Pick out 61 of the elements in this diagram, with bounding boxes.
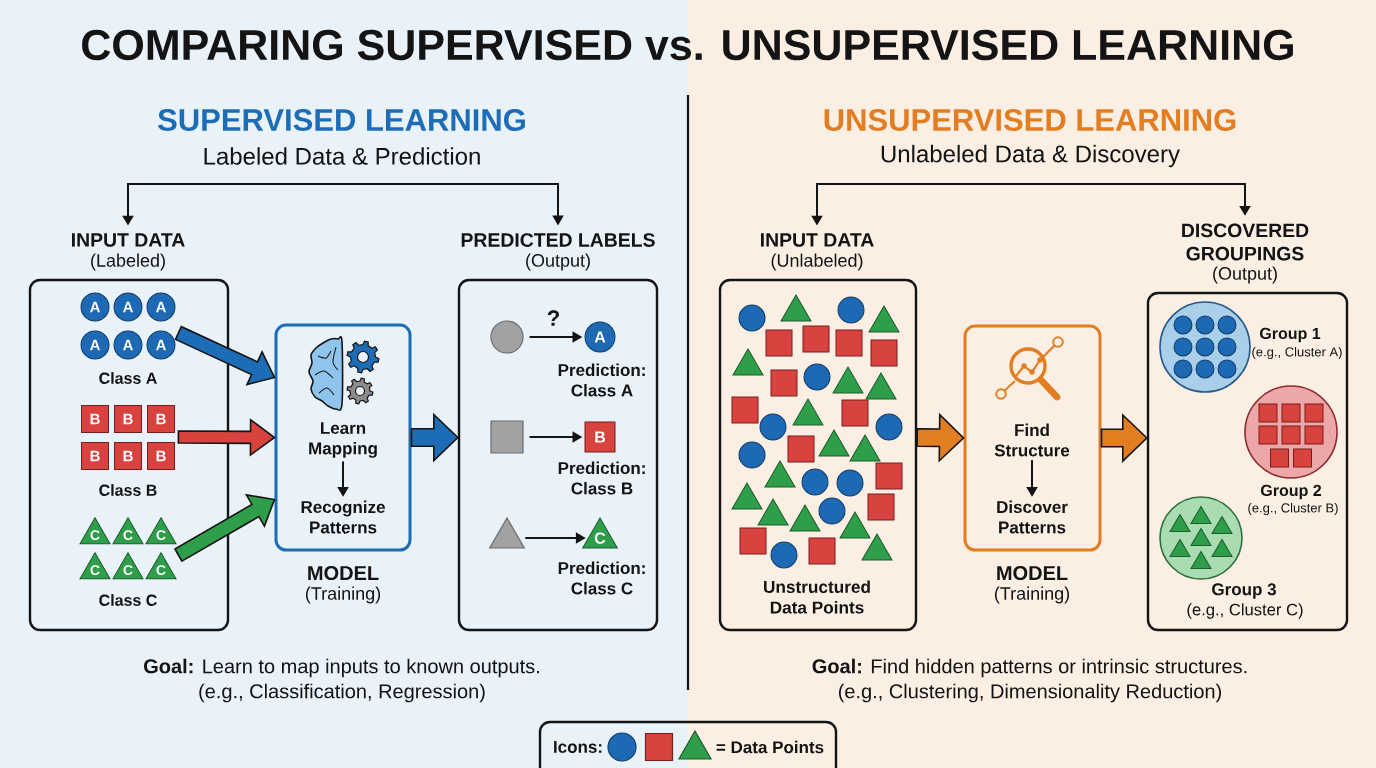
class-square: B — [81, 405, 109, 433]
section-heading: SUPERVISED LEARNING — [158, 109, 525, 131]
box-heading: INPUT DATA — [761, 233, 874, 247]
class-square: B — [114, 405, 142, 433]
group-label: Group 2 — [1261, 484, 1321, 500]
box-subheading: (Unlabeled) — [771, 253, 863, 271]
box-caption: Unstructured Data Points — [764, 580, 870, 614]
box-subheading: (Training) — [994, 586, 1070, 604]
class-triangle: C — [112, 552, 144, 580]
class-triangle: C — [79, 517, 111, 545]
goal-text: Goal: Learn to map inputs to known outputs. — [144, 658, 539, 678]
class-triangle: C — [582, 517, 618, 549]
class-label: Class B — [99, 484, 157, 496]
block-arrow — [1100, 413, 1148, 463]
title: COMPARING SUPERVISED vs. UNSUPERVISED LEARNING — [82, 29, 1293, 61]
class-square: B — [114, 442, 142, 470]
section-heading: UNSUPERVISED LEARNING — [824, 109, 1236, 131]
box-subheading: (Output) — [526, 253, 590, 271]
plain-circle — [490, 320, 524, 354]
box-heading: INPUT DATA — [72, 233, 185, 247]
box-heading: MODEL — [308, 565, 379, 581]
group-label: Group 3 — [1212, 583, 1276, 599]
step-text: Recognize Patterns — [301, 500, 385, 534]
prediction-label: Prediction: Class A — [558, 363, 645, 397]
group-caption: (e.g., Cluster B) — [1248, 502, 1338, 516]
class-square: B — [81, 442, 109, 470]
goal-text: (e.g., Clustering, Dimensionality Reduction) — [838, 683, 1221, 703]
block-arrow — [174, 325, 276, 386]
box-heading: DISCOVERED GROUPINGS — [1182, 223, 1309, 261]
box-subheading: (Labeled) — [91, 253, 165, 271]
class-triangle: C — [112, 517, 144, 545]
group-caption: (e.g., Cluster C) — [1187, 603, 1303, 619]
box-subheading: (Output) — [1213, 266, 1277, 284]
class-triangle: C — [79, 552, 111, 580]
box-subheading: (Training) — [305, 586, 381, 604]
goal-text: (e.g., Classification, Regression) — [199, 683, 485, 703]
class-label: Class A — [99, 372, 157, 384]
block-arrow — [177, 418, 276, 457]
section-subtitle: Labeled Data & Prediction — [204, 147, 480, 165]
prediction-label: Prediction: Class B — [558, 461, 645, 495]
block-arrow — [410, 412, 459, 463]
goal-text: Goal: Find hidden patterns or intrinsic structures. — [812, 658, 1247, 678]
step-text: Discover Patterns — [997, 500, 1068, 534]
class-triangle: C — [145, 552, 177, 580]
block-arrow — [916, 412, 965, 463]
step-text: Find Structure — [994, 423, 1070, 457]
step-text: Learn Mapping — [309, 422, 377, 458]
group-caption: (e.g., Cluster A) — [1252, 346, 1342, 360]
class-square: B — [147, 405, 175, 433]
class-square: B — [147, 442, 175, 470]
class-square: B — [584, 421, 616, 453]
legend-title: Icons: — [554, 741, 602, 753]
class-label: Class C — [99, 594, 157, 606]
box-heading: PREDICTED LABELS — [461, 233, 655, 247]
prediction-label: Prediction: Class C — [558, 561, 645, 595]
legend-text: = Data Points — [716, 740, 824, 754]
group-label: Group 1 — [1260, 327, 1321, 343]
class-triangle: C — [145, 517, 177, 545]
box-heading: MODEL — [997, 565, 1068, 581]
section-subtitle: Unlabeled Data & Discovery — [881, 144, 1180, 168]
plain-square — [490, 420, 524, 454]
